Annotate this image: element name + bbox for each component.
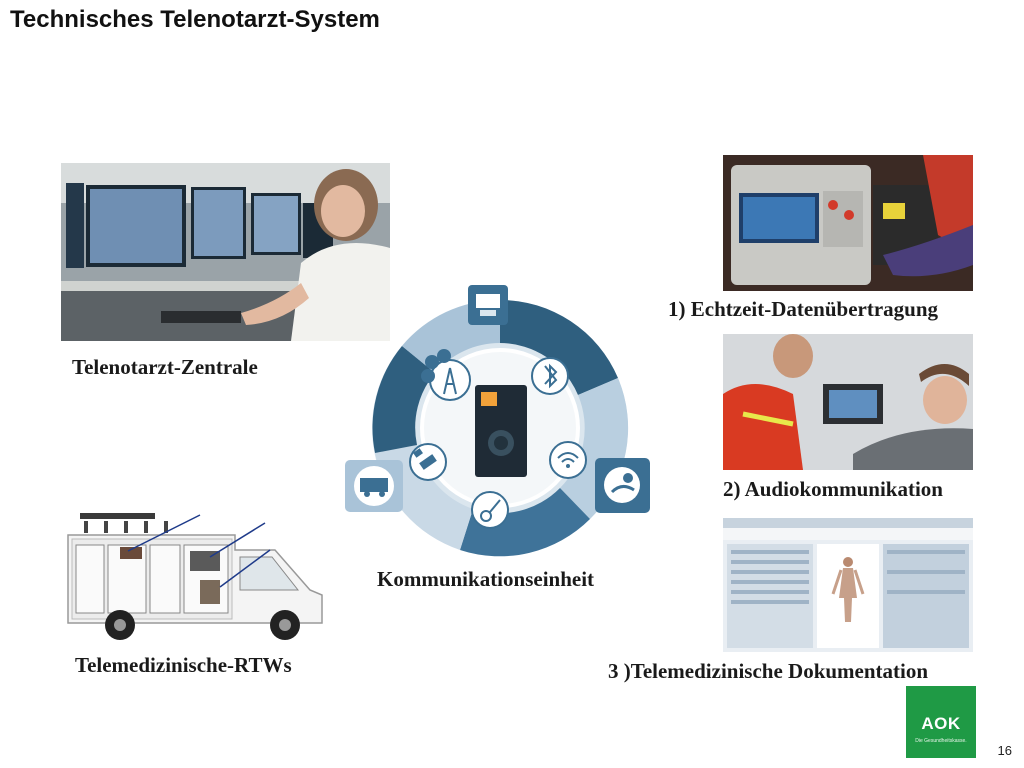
- aok-logo: AOK Die Gesundheitskasse.: [906, 686, 976, 758]
- caption-echtzeit: 1) Echtzeit-Datenübertragung: [668, 297, 939, 321]
- caption-doku: 3 )Telemedizinische Dokumentation: [608, 659, 929, 683]
- caption-audio: 2) Audiokommunikation: [723, 477, 943, 501]
- control-center-photo: [61, 163, 390, 341]
- caption-kommunikation: Kommunikationseinheit: [377, 567, 595, 591]
- caption-rtws: Telemedizinische-RTWs: [75, 653, 292, 677]
- monitor-defibrillator-photo: [723, 155, 973, 291]
- communication-cycle-diagram: [340, 280, 660, 565]
- bluetooth-icon: [531, 357, 569, 395]
- doctor-patient-icon: [595, 458, 650, 513]
- satellite-icon: [409, 443, 447, 481]
- ambulance-schematic: [60, 495, 330, 645]
- caption-zentrale: Telenotarzt-Zentrale: [72, 355, 258, 379]
- stethoscope-icon: [471, 491, 509, 529]
- aok-logo-name: AOK: [921, 714, 961, 733]
- aok-logo-tagline: Die Gesundheitskasse.: [915, 738, 967, 744]
- ambulance-icon: [345, 460, 403, 512]
- control-room-icon: [468, 285, 508, 325]
- page-number: 16: [997, 743, 1012, 758]
- page-title: Technisches Telenotarzt-System: [10, 6, 380, 33]
- documentation-software-screenshot: [723, 518, 973, 652]
- cellular-antenna-icon: [421, 349, 471, 401]
- wifi-icon: [549, 441, 587, 479]
- paramedic-patient-photo: [723, 334, 973, 470]
